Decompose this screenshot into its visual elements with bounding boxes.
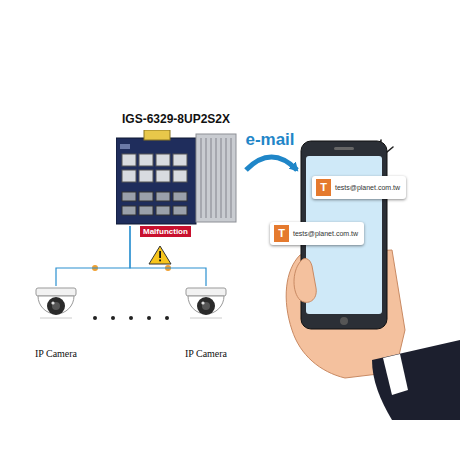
- sender-address: tests@planet.com.tw: [293, 230, 358, 237]
- dome-camera: [28, 286, 84, 330]
- device-name: IGS-6329-8UP2S2X: [112, 112, 240, 126]
- sender-icon-letter: T: [316, 179, 331, 196]
- network-wire: [130, 226, 206, 286]
- warning-icon: [149, 246, 171, 264]
- switch-illustration: [116, 130, 240, 226]
- switch-node: IGS-6329-8UP2S2X: [112, 112, 240, 226]
- sender-icon-letter: T: [274, 225, 289, 242]
- email-arrow: [246, 157, 297, 170]
- notification-bubble: Ttests@planet.com.tw: [312, 176, 406, 199]
- camera-node: IP Camera: [178, 286, 234, 359]
- camera-node: IP Camera: [28, 286, 84, 359]
- camera-label: IP Camera: [178, 348, 234, 359]
- dome-camera: [178, 286, 234, 330]
- wire-dot: [92, 265, 98, 271]
- sender-address: tests@planet.com.tw: [335, 184, 400, 191]
- network-wire: [56, 226, 130, 286]
- edge-label: e-mail: [243, 130, 296, 150]
- malfunction-tag: Malfunction: [140, 226, 191, 237]
- ellipsis-dots: [93, 316, 169, 320]
- wire-dot: [165, 265, 171, 271]
- camera-label: IP Camera: [28, 348, 84, 359]
- camera-holder: [178, 286, 234, 330]
- notification-bubble: Ttests@planet.com.tw: [270, 222, 364, 245]
- camera-holder: [28, 286, 84, 330]
- phone-node: Ttests@planet.com.twTtests@planet.com.tw: [300, 140, 388, 330]
- switch-holder: [116, 130, 240, 226]
